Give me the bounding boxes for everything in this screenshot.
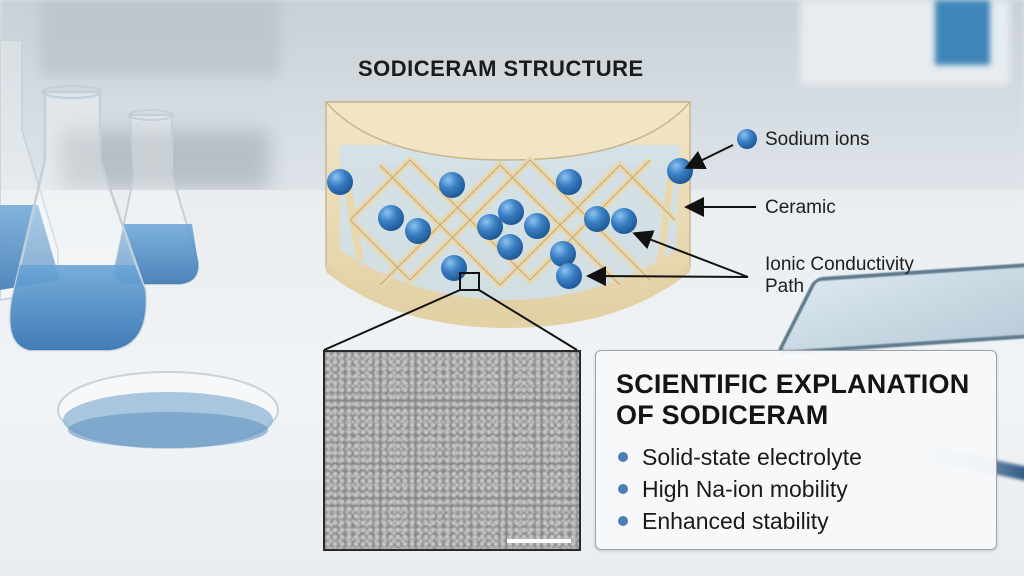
card-title-line1: SCIENTIFIC EXPLANATION — [616, 369, 970, 399]
diagram-title: SODICERAM STRUCTURE — [358, 56, 644, 81]
scale-bar — [507, 539, 571, 543]
label-ceramic: Ceramic — [765, 197, 836, 218]
petri-dish — [57, 371, 279, 449]
label-ionic-path-line2: Path — [765, 276, 805, 297]
card-title: SCIENTIFIC EXPLANATION OF SODICERAM — [616, 369, 969, 431]
bullet-text: Solid-state electrolyte — [642, 444, 862, 470]
card-title-line2: OF SODICERAM — [616, 400, 829, 430]
lab-blue-panel — [935, 0, 990, 65]
lab-shelf — [40, 0, 280, 75]
legend-sodium-ion-icon — [737, 129, 757, 149]
lab-cabinet — [60, 130, 270, 190]
label-ionic-path-line1: Ionic Conductivity — [765, 254, 914, 275]
arrow-ionic-path-upper — [632, 230, 749, 278]
bullet-dot-icon — [618, 484, 628, 494]
zoom-callout — [323, 272, 578, 351]
bullet-text: Enhanced stability — [642, 508, 829, 534]
flask-front — [9, 84, 147, 352]
bullet-list: Solid-state electrolyte High Na-ion mobi… — [616, 441, 862, 537]
bullet-text: High Na-ion mobility — [642, 476, 848, 502]
bullet-item: Enhanced stability — [616, 505, 862, 537]
bullet-item: Solid-state electrolyte — [616, 441, 862, 473]
label-sodium-ions: Sodium ions — [765, 129, 870, 150]
bullet-item: High Na-ion mobility — [616, 473, 862, 505]
bullet-dot-icon — [618, 452, 628, 462]
micrograph-inset — [323, 350, 581, 551]
arrow-sodium-ions — [684, 144, 734, 169]
explanation-card: SCIENTIFIC EXPLANATION OF SODICERAM Soli… — [595, 350, 997, 550]
bullet-dot-icon — [618, 516, 628, 526]
arrow-ionic-path-lower — [586, 266, 749, 287]
label-ionic-path: Ionic Conductivity Path — [765, 254, 914, 298]
